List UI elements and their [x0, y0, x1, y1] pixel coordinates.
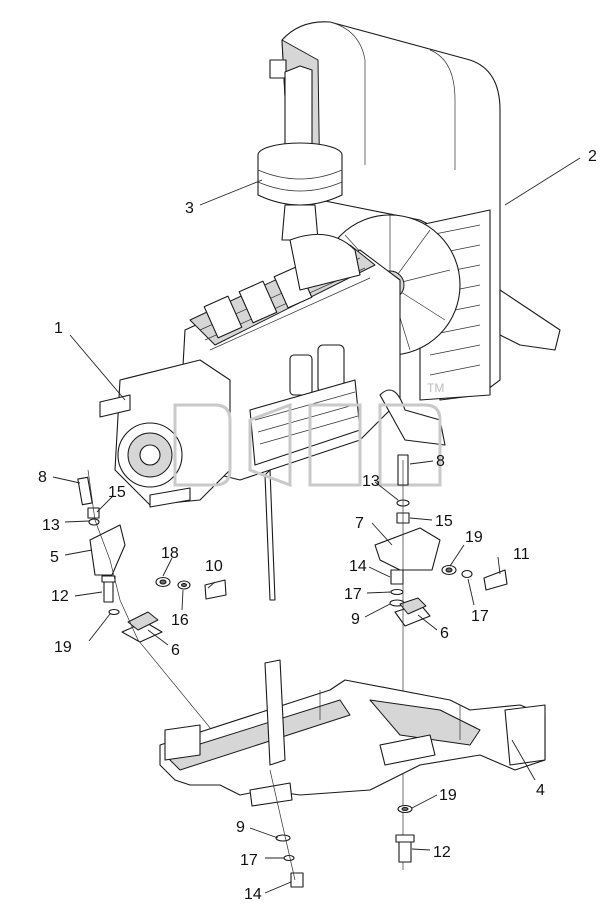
- callout-8-right: 8: [436, 453, 445, 470]
- callout-labels: 1 2 3 4 5 6 6 7 8 8 9 9 10 11 12 12 13 1…: [38, 148, 597, 903]
- callout-17-right: 17: [344, 586, 362, 603]
- callout-14-bottom: 14: [244, 886, 262, 903]
- left-mount-stack: [77, 469, 261, 761]
- callout-16: 16: [171, 612, 189, 629]
- callout-2: 2: [588, 148, 597, 165]
- callout-10: 10: [205, 558, 223, 575]
- callout-17-bottom: 17: [240, 852, 258, 869]
- callout-7: 7: [355, 515, 364, 532]
- callout-18: 18: [161, 545, 179, 562]
- callout-9-right: 9: [351, 611, 360, 628]
- callout-19-left: 19: [54, 639, 72, 656]
- callout-14-right: 14: [349, 558, 367, 575]
- callout-12-bottom: 12: [433, 844, 451, 861]
- engine-block-part: [99, 233, 446, 601]
- callout-6-left: 6: [171, 642, 180, 659]
- air-filter-part: [257, 59, 343, 241]
- callout-19-bottom: 19: [439, 787, 457, 804]
- callout-15-left: 15: [108, 484, 126, 501]
- callout-9-bottom: 9: [236, 819, 245, 836]
- watermark-tm: TM: [427, 381, 444, 395]
- callout-5: 5: [50, 549, 59, 566]
- bottom-right-hardware: [395, 804, 415, 863]
- callout-1: 1: [54, 320, 63, 337]
- leader-lines: [52, 157, 581, 894]
- bottom-left-hardware: [269, 769, 304, 888]
- callout-8-left: 8: [38, 469, 47, 486]
- callout-17-far: 17: [471, 608, 489, 625]
- callout-11: 11: [513, 546, 530, 563]
- callout-13-right: 13: [362, 473, 380, 490]
- callout-19-right: 19: [465, 529, 483, 546]
- watermark-logo: TM: [173, 381, 444, 488]
- callout-6-right: 6: [440, 625, 449, 642]
- sub-frame-part: [159, 659, 546, 807]
- right-mount-stack: [374, 454, 508, 870]
- callout-3: 3: [185, 200, 194, 217]
- callout-15-right: 15: [435, 513, 453, 530]
- callout-13-left: 13: [42, 517, 60, 534]
- callout-4: 4: [536, 782, 545, 799]
- callout-12-left: 12: [51, 588, 69, 605]
